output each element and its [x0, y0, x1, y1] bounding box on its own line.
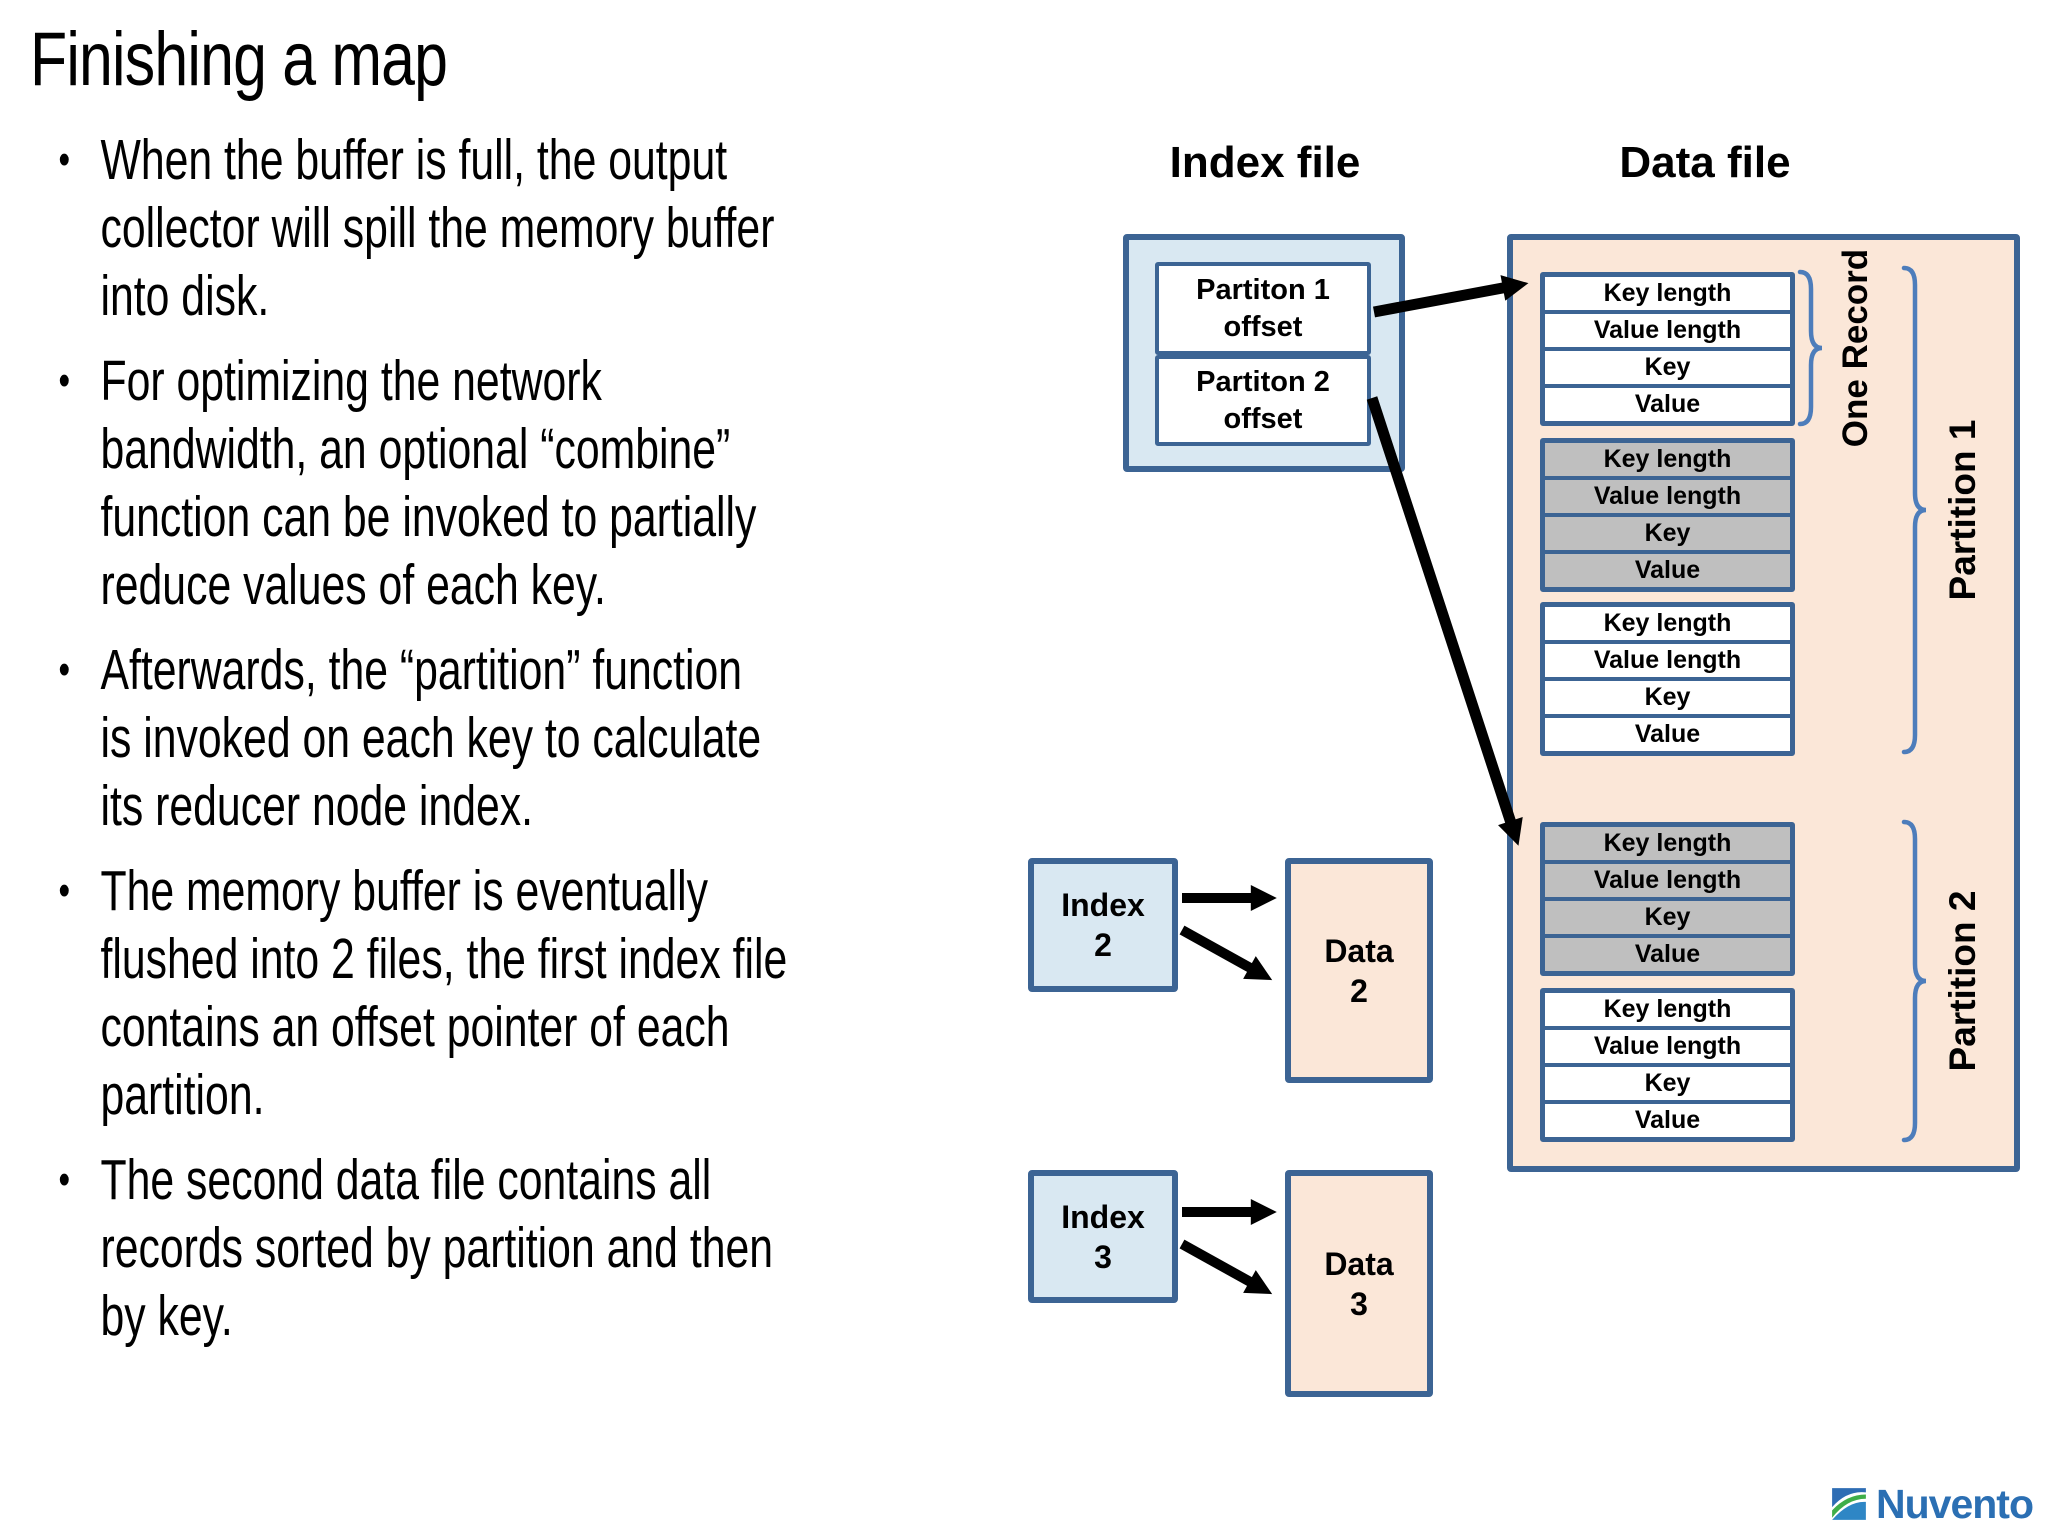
bullet-text: When the buffer is full, the output coll…: [100, 128, 775, 328]
index-3-label: Index 3: [1061, 1198, 1145, 1275]
record-field: Value: [1545, 388, 1790, 421]
record-field: Key length: [1545, 827, 1790, 860]
list-item: • The second data file contains all reco…: [30, 1146, 1005, 1350]
record-group: Key length Value length Key Value: [1540, 272, 1795, 426]
nuvento-logo-text: Nuvento: [1876, 1481, 2034, 1527]
record-field: Value: [1545, 938, 1790, 971]
nuvento-logo: Nuvento: [1830, 1481, 2034, 1527]
record-field: Key: [1545, 351, 1790, 384]
partition1-offset-label: Partiton 1 offset: [1196, 273, 1330, 343]
record-field: Key: [1545, 901, 1790, 934]
record-field: Key length: [1545, 607, 1790, 640]
record-group: Key length Value length Key Value: [1540, 438, 1795, 592]
one-record-label: One Record: [1836, 248, 1875, 448]
bullet-marker: •: [58, 135, 71, 184]
nuvento-logo-icon: [1832, 1488, 1866, 1520]
index3-data3-arrow: [1179, 1239, 1273, 1295]
partition2-offset-label: Partiton 2 offset: [1196, 365, 1330, 435]
record-field: Value length: [1545, 864, 1790, 897]
data-2-label: Data 2: [1324, 932, 1394, 1009]
data-3-label: Data 3: [1324, 1245, 1394, 1322]
record-field: Key length: [1545, 993, 1790, 1026]
list-item: • When the buffer is full, the output co…: [30, 126, 1005, 330]
index-file-title: Index file: [1169, 138, 1361, 187]
record-field: Key length: [1545, 443, 1790, 476]
record-group: Key length Value length Key Value: [1540, 988, 1795, 1142]
bullet-marker: •: [58, 645, 71, 694]
bullet-text: The memory buffer is eventually flushed …: [100, 859, 788, 1127]
record-field: Value: [1545, 718, 1790, 751]
partition1-offset-box: Partiton 1 offset: [1155, 262, 1371, 355]
partition1-label: Partition 1: [1942, 419, 1983, 601]
record-field: Value length: [1545, 480, 1790, 513]
data-file-title: Data file: [1619, 138, 1791, 187]
bullet-text: For optimizing the network bandwidth, an…: [100, 349, 757, 617]
bullet-text: Afterwards, the “partition” function is …: [100, 638, 762, 838]
record-field: Key: [1545, 517, 1790, 550]
page-title: Finishing a map: [30, 17, 448, 102]
partition2-offset-box: Partiton 2 offset: [1155, 355, 1371, 446]
list-item: • For optimizing the network bandwidth, …: [30, 347, 1005, 619]
record-field: Key length: [1545, 277, 1790, 310]
bullet-marker: •: [58, 1155, 71, 1204]
record-group: Key length Value length Key Value: [1540, 822, 1795, 976]
record-field: Value length: [1545, 644, 1790, 677]
bullet-text: The second data file contains all record…: [100, 1148, 774, 1348]
index-3-box: Index 3: [1028, 1170, 1178, 1303]
record-field: Value length: [1545, 1030, 1790, 1063]
record-group: Key length Value length Key Value: [1540, 602, 1795, 756]
index-2-label: Index 2: [1061, 887, 1145, 963]
partition2-label: Partition 2: [1942, 890, 1983, 1072]
index2-data2-arrow: [1179, 925, 1273, 981]
bullet-marker: •: [58, 866, 71, 915]
index-2-box: Index 2: [1028, 858, 1178, 992]
record-field: Value length: [1545, 314, 1790, 347]
list-item: • Afterwards, the “partition” function i…: [30, 636, 1005, 840]
record-field: Value: [1545, 1104, 1790, 1137]
record-field: Key: [1545, 1067, 1790, 1100]
record-field: Value: [1545, 554, 1790, 587]
bullet-marker: •: [58, 356, 71, 405]
data-2-box: Data 2: [1285, 858, 1433, 1083]
list-item: • The memory buffer is eventually flushe…: [30, 857, 1005, 1129]
record-field: Key: [1545, 681, 1790, 714]
bullet-list: • When the buffer is full, the output co…: [30, 126, 1005, 1367]
data-3-box: Data 3: [1285, 1170, 1433, 1397]
